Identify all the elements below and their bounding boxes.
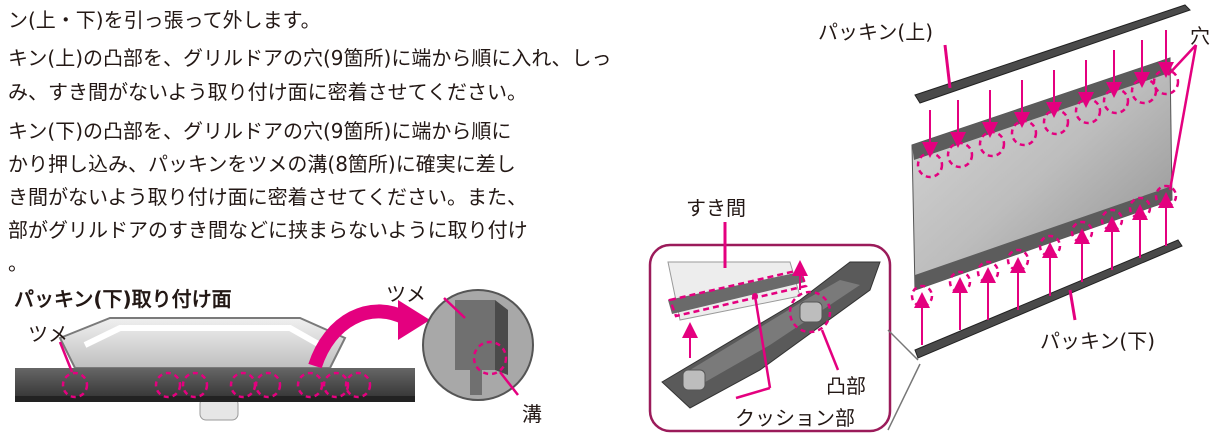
packing-mount-figure bbox=[15, 289, 534, 421]
hole-marker bbox=[1128, 196, 1152, 220]
hole-marker bbox=[1152, 68, 1180, 96]
protrusion-label: 凸部 bbox=[826, 374, 866, 398]
instruction-line: ン(上・下)を引っ張って外します。 bbox=[8, 8, 321, 32]
hole-marker bbox=[1042, 108, 1070, 136]
zoom-arrow bbox=[308, 304, 409, 369]
claw-label: ツメ bbox=[28, 322, 68, 346]
hole-marker bbox=[946, 141, 974, 169]
hole-marker bbox=[1100, 208, 1124, 232]
instruction-line: キン(下)の凸部を、グリルドアの穴(9箇所)に端から順に bbox=[8, 119, 512, 143]
hole-marker bbox=[1006, 248, 1030, 272]
hole-marker bbox=[916, 151, 944, 179]
instruction-line: み、すき間がないよう取り付け面に密着させてください。 bbox=[8, 80, 527, 104]
hole-marker bbox=[1102, 87, 1130, 115]
gap-label: すき間 bbox=[686, 196, 746, 220]
instruction-line: かり押し込み、パッキンをツメの溝(8箇所)に確実に差し bbox=[8, 152, 516, 176]
claw-marker bbox=[322, 371, 350, 399]
cushion-label: クッション部 bbox=[735, 406, 855, 430]
hole-marker bbox=[1038, 234, 1062, 258]
instruction-line: き間がないよう取り付け面に密着させてください。また、 bbox=[8, 185, 527, 209]
protrusion bbox=[799, 301, 823, 323]
hole-marker bbox=[1070, 220, 1094, 244]
claw-marker bbox=[61, 371, 89, 399]
claw-marker bbox=[154, 371, 182, 399]
packing-bottom-strip bbox=[914, 239, 1183, 359]
claw-marker bbox=[344, 371, 372, 399]
claw-marker bbox=[296, 371, 324, 399]
gap-marker bbox=[668, 268, 808, 318]
claw-zoom-label: ツメ bbox=[386, 282, 426, 306]
hole-marker bbox=[1074, 97, 1102, 125]
groove-marker bbox=[472, 340, 508, 376]
instruction-line: 部がグリルドアのすき間などに挟まらないように取り付け bbox=[8, 218, 528, 242]
instruction-line: 。 bbox=[8, 251, 28, 275]
hole-marker bbox=[976, 260, 1000, 284]
claw-marker bbox=[254, 371, 282, 399]
hole-marker bbox=[1154, 184, 1178, 208]
packing-top-label: パッキン(上) bbox=[818, 20, 934, 44]
packing-top-strip bbox=[914, 4, 1191, 104]
instruction-line: キン(上)の凸部を、グリルドアの穴(9箇所)に端から順に入れ、しっ bbox=[8, 46, 612, 70]
hole-marker bbox=[948, 270, 972, 294]
hole-marker bbox=[1130, 77, 1158, 105]
mount-surface-title: パッキン(下)取り付け面 bbox=[14, 287, 232, 311]
groove-label: 溝 bbox=[522, 402, 542, 426]
hole-marker bbox=[978, 130, 1006, 158]
cushion-detail-figure bbox=[648, 222, 892, 433]
packing-bottom-label: パッキン(下) bbox=[1040, 329, 1156, 353]
protrusion-marker bbox=[788, 290, 832, 334]
claw-marker bbox=[181, 371, 209, 399]
hole-marker bbox=[1010, 119, 1038, 147]
hole-marker bbox=[910, 284, 934, 308]
hole-label: 穴 bbox=[1190, 24, 1210, 48]
grill-door-figure bbox=[887, 4, 1198, 431]
